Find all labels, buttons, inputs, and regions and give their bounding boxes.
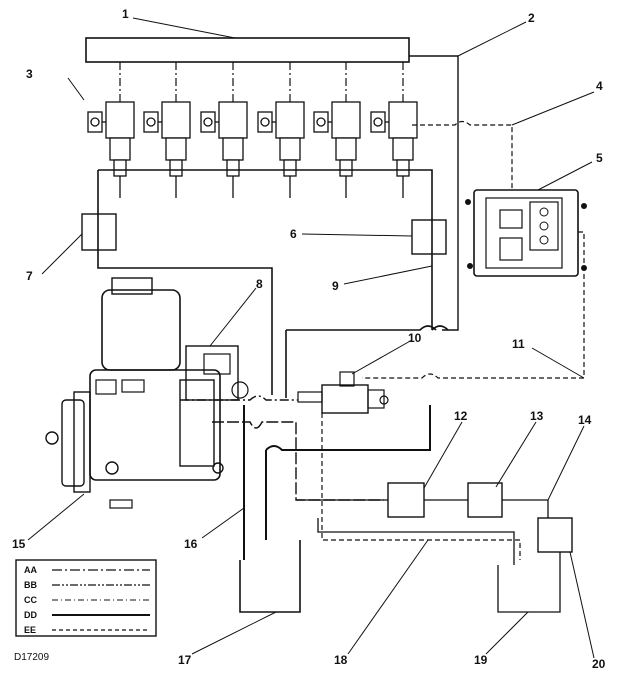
callout-17: 17 [178, 653, 192, 667]
callout-10: 10 [408, 331, 422, 345]
pump-crossover [180, 395, 298, 401]
legend: AA BB CC DD EE [15, 559, 157, 637]
fuel-return-loop [97, 169, 433, 395]
callout-labels: 1 2 3 4 5 6 7 8 9 10 11 12 13 14 15 16 1… [12, 7, 606, 671]
callout-8: 8 [256, 277, 263, 291]
figure-id: D17209 [14, 652, 49, 663]
legend-code: AA [24, 565, 37, 575]
callout-2: 2 [528, 11, 535, 25]
component-20 [537, 517, 573, 553]
component-13 [467, 482, 503, 518]
fuel-injector [87, 101, 135, 198]
legend-code: CC [24, 595, 37, 605]
pump-return [212, 421, 384, 501]
callout-19: 19 [474, 653, 488, 667]
callout-leaders [27, 17, 595, 659]
fuel-pressure-sensor [185, 345, 249, 401]
callout-18: 18 [334, 653, 348, 667]
ecm-sensor-harness [362, 231, 585, 379]
injector-group [87, 101, 418, 198]
callout-1: 1 [122, 7, 129, 21]
ecm-module [465, 189, 587, 277]
injector-wires [119, 62, 404, 102]
callout-15: 15 [12, 537, 26, 551]
supply-line-main [285, 325, 449, 398]
rail-feed-line [409, 55, 459, 331]
fuel-injector [143, 101, 191, 198]
callout-12: 12 [454, 409, 468, 423]
callout-14: 14 [578, 413, 592, 427]
fuel-tank [239, 540, 301, 613]
fuel-injector [370, 101, 418, 198]
callout-6: 6 [290, 227, 297, 241]
fuel-shutoff-valve [297, 371, 389, 414]
legend-code: DD [24, 610, 37, 620]
fuel-injector [313, 101, 361, 198]
return-dash-line [321, 413, 521, 560]
component-12 [387, 482, 425, 518]
fuel-injector [257, 101, 305, 198]
callout-7: 7 [26, 269, 33, 283]
fuel-injector [200, 101, 248, 198]
injector-harness [412, 120, 513, 190]
legend-code: BB [24, 580, 37, 590]
fuel-filter-right [411, 219, 447, 255]
legend-code: EE [24, 625, 36, 635]
tank-supply-line [243, 405, 431, 560]
fuel-rail-bar [85, 37, 410, 63]
callout-13: 13 [530, 409, 544, 423]
callout-20: 20 [592, 657, 606, 671]
fuel-filter-left [81, 213, 117, 251]
callout-4: 4 [596, 79, 603, 93]
callout-3: 3 [26, 67, 33, 81]
callout-16: 16 [184, 537, 198, 551]
callout-5: 5 [596, 151, 603, 165]
callout-11: 11 [512, 337, 525, 351]
callout-9: 9 [332, 279, 339, 293]
fuel-injection-pump [45, 277, 224, 509]
